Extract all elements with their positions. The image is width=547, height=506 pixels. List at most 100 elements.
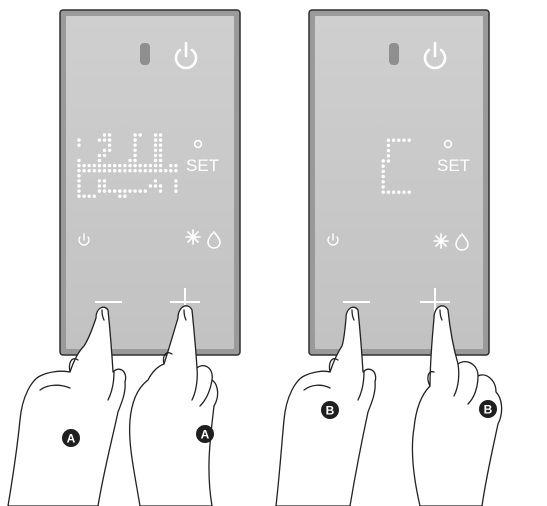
display-dot <box>107 133 112 137</box>
display-dot <box>138 189 142 193</box>
display-dot <box>102 169 107 173</box>
step-badge-label: A <box>67 432 76 446</box>
step-badge: B <box>321 401 339 419</box>
display-dot <box>107 169 112 173</box>
display-dot <box>97 179 102 183</box>
display-dot <box>102 148 107 152</box>
display-dot <box>77 174 81 178</box>
display-dot <box>169 169 173 173</box>
display-dot <box>153 153 158 158</box>
display-dot <box>153 179 158 183</box>
display-dot <box>97 158 102 163</box>
step-badge: B <box>479 400 497 418</box>
display-dot <box>118 194 122 198</box>
display-dot <box>113 189 117 193</box>
degree-indicator <box>193 139 203 149</box>
display-dot <box>97 163 102 168</box>
display-dot <box>92 194 97 198</box>
display-dot <box>402 138 406 142</box>
display-dot <box>113 163 117 168</box>
display-dot <box>148 184 153 188</box>
display-dot <box>158 163 163 168</box>
power-button[interactable] <box>423 41 447 70</box>
display-dot <box>153 148 158 152</box>
hand-pressing-plus-left <box>128 305 219 506</box>
display-dot <box>77 158 81 163</box>
power-button[interactable] <box>174 41 198 70</box>
display-dot <box>391 138 396 142</box>
display-dot <box>381 164 385 168</box>
display-dot <box>174 163 178 168</box>
display-dot <box>123 163 127 168</box>
display-dot <box>133 189 137 193</box>
thermostat-panel-left: SET <box>59 9 241 356</box>
display-dot <box>102 189 107 193</box>
display-dot <box>158 138 163 142</box>
display-dot <box>118 189 122 193</box>
display-dot <box>153 184 158 188</box>
display-dot <box>107 189 112 193</box>
display-dot <box>164 169 168 173</box>
display-dot <box>407 138 411 142</box>
display-dot <box>158 189 163 193</box>
display-dot <box>97 169 102 173</box>
display-dot <box>128 169 132 173</box>
snowflake-icon <box>185 229 201 245</box>
step-badge: A <box>62 429 80 447</box>
display-dot <box>77 143 81 147</box>
display-dot <box>381 180 385 184</box>
display-dot <box>381 159 385 163</box>
display-dot <box>77 179 81 183</box>
display-dot <box>87 194 91 198</box>
display-dot <box>82 169 86 173</box>
display-dot <box>158 169 163 173</box>
display-dot <box>107 148 112 152</box>
display-dot <box>381 174 385 179</box>
display-dot <box>97 138 102 142</box>
display-dot <box>148 163 153 168</box>
display-dot <box>138 133 142 137</box>
display-dot <box>397 138 401 142</box>
display-dot <box>148 169 153 173</box>
display-dot <box>77 138 81 142</box>
display-dot <box>97 153 102 158</box>
display-dot <box>158 158 163 163</box>
display-dot <box>77 184 81 188</box>
display-dot <box>102 153 107 158</box>
display-dot <box>113 169 117 173</box>
display-dot <box>158 153 163 158</box>
display-dot <box>143 163 147 168</box>
display-dot <box>138 163 142 168</box>
step-badge-label: A <box>201 428 210 442</box>
display-dot <box>107 143 112 147</box>
display-dot <box>169 163 173 168</box>
display-dot <box>174 184 178 188</box>
display-dot <box>82 163 86 168</box>
display-dot <box>138 169 142 173</box>
display-dot <box>174 179 178 183</box>
display-dot <box>97 189 102 193</box>
display-dot <box>133 153 137 158</box>
display-dot <box>102 138 107 142</box>
display-dot <box>153 163 158 168</box>
display-dot <box>92 169 97 173</box>
display-dot <box>133 133 137 137</box>
display-dot <box>97 184 102 188</box>
power-icon <box>423 48 447 70</box>
display-dot <box>153 138 158 142</box>
display-dot <box>158 148 163 152</box>
display-dot <box>77 189 81 193</box>
hand-pressing-minus-left <box>7 306 127 506</box>
display-dot <box>153 169 158 173</box>
display-dot <box>391 190 396 194</box>
display-dot <box>128 163 132 168</box>
set-label: SET <box>437 156 470 175</box>
display-dot <box>143 169 147 173</box>
display-dot <box>102 163 107 168</box>
display-dot <box>386 143 391 148</box>
display-dot <box>381 190 385 194</box>
display-dot <box>133 143 137 147</box>
display-dot <box>133 148 137 152</box>
display-dot <box>87 169 91 173</box>
display-dot <box>386 148 391 153</box>
